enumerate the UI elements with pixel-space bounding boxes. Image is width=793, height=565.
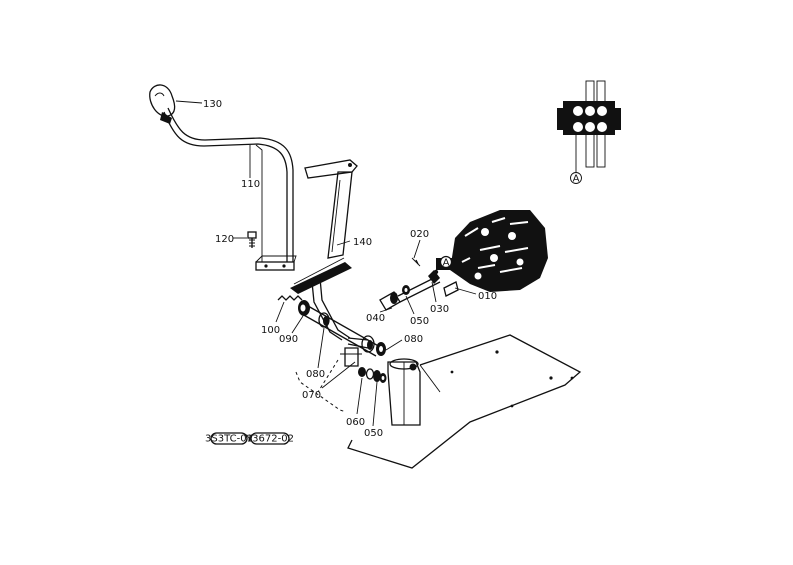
part-label-120: 120 [215,234,234,245]
stamp-right-oval [250,432,290,445]
bolt-120 [247,231,257,248]
stamp-right-text: Y3672-02 [245,434,294,445]
part-label-080-right: 080 [404,334,423,345]
part-label-010: 010 [478,291,497,302]
part-label-070: 070 [302,390,321,401]
part-label-050-upper: 050 [410,316,429,327]
lever-knob [149,84,176,124]
support-post [387,358,421,426]
part-label-130: 130 [203,99,222,110]
part-label-020: 020 [410,229,429,240]
valve-inset: A [557,80,621,185]
leader-lines [175,100,477,427]
reference-stamps: 3S3TC-01 Y3672-02 [205,432,294,445]
part-label-050-lower: 050 [364,428,383,439]
valve-marker-circle [439,255,453,269]
part-label-040: 040 [366,313,385,324]
control-valve: A [436,210,548,292]
part-label-140: 140 [353,237,372,248]
shaft-assembly [295,300,387,413]
part-label-060: 060 [346,417,365,428]
inset-marker-circle [570,172,582,184]
part-labels: 130 110 120 140 020 010 030 040 050 100 … [203,99,497,439]
inset-marker-label: A [573,174,580,185]
spring-100 [277,295,303,301]
main-lever [163,107,297,271]
part-label-030: 030 [430,304,449,315]
part-label-110: 110 [241,179,260,190]
rod-end-parts [379,257,459,311]
part-label-100: 100 [261,325,280,336]
valve-marker-label: A [443,258,450,269]
floor-plate [347,334,582,469]
part-label-080-left: 080 [306,369,325,380]
stamp-left-text: 3S3TC-01 [205,434,253,445]
pedal-lever [290,159,369,349]
part-label-090: 090 [279,334,298,345]
stamp-left-oval [210,432,248,445]
